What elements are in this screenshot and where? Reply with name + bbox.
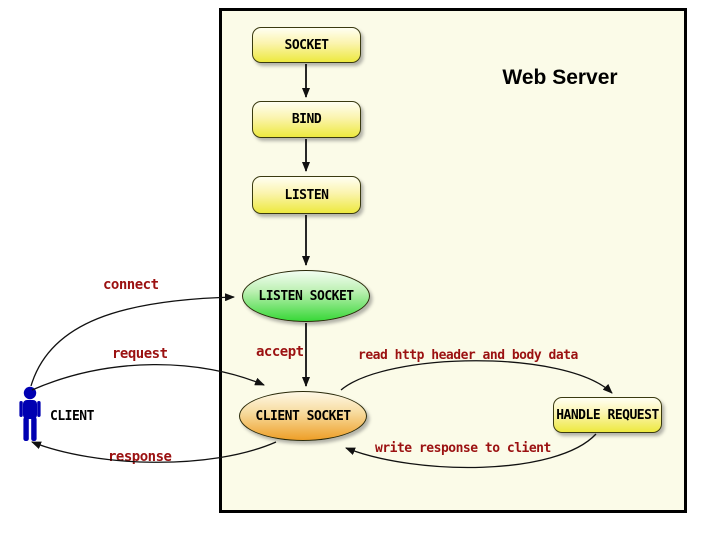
- diagram-title: Web Server: [502, 66, 618, 89]
- edge-label-connect: connect: [103, 277, 159, 293]
- edge-label-response: response: [108, 449, 172, 465]
- arrow-connect: [30, 293, 235, 387]
- node-listen: LISTEN: [252, 176, 361, 214]
- edge-label-accept: accept: [256, 344, 304, 360]
- client-label: CLIENT: [50, 409, 94, 424]
- client-person-icon: [19, 386, 41, 441]
- edge-label-request: request: [112, 346, 168, 362]
- node-client-socket: CLIENT SOCKET: [239, 391, 367, 441]
- edge-label-read-http: read http header and body data: [358, 348, 578, 363]
- node-socket: SOCKET: [252, 27, 361, 63]
- node-handle-request: HANDLE REQUEST: [553, 397, 662, 433]
- node-bind: BIND: [252, 101, 361, 138]
- edge-label-write-response: write response to client: [375, 441, 551, 456]
- node-listen-socket: LISTEN SOCKET: [242, 270, 370, 322]
